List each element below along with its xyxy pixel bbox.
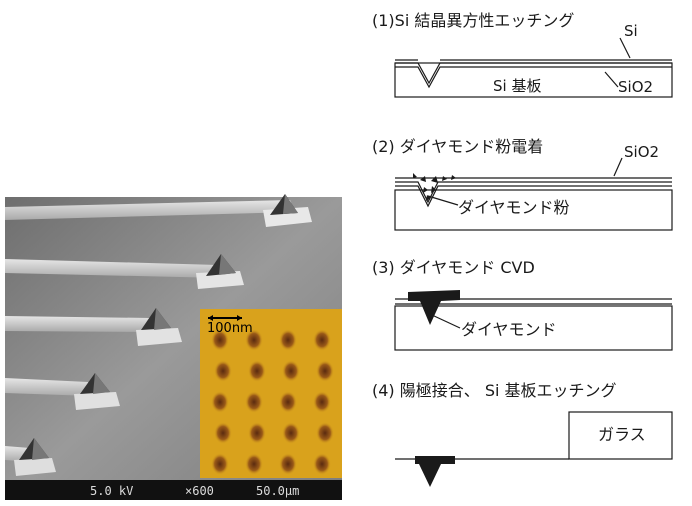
afm-spot xyxy=(214,422,232,444)
label-si: Si xyxy=(624,22,638,40)
afm-spot xyxy=(211,329,229,351)
sem-voltage: 5.0 kV xyxy=(90,484,133,498)
afm-spot xyxy=(214,360,232,382)
afm-spot xyxy=(248,360,266,382)
leader-line xyxy=(613,157,623,177)
afm-spot xyxy=(279,453,297,475)
step-1-title: (1)Si 結晶異方性エッチング xyxy=(372,11,574,30)
afm-spot xyxy=(245,391,263,413)
afm-spot xyxy=(316,360,334,382)
afm-spot xyxy=(211,391,229,413)
afm-spot xyxy=(282,422,300,444)
afm-spot xyxy=(245,329,263,351)
diamond-film xyxy=(408,290,460,325)
diamond-particles xyxy=(413,173,456,201)
cantilever xyxy=(5,254,244,289)
afm-spot xyxy=(211,453,229,475)
step-2-title: (2) ダイヤモンド粉電着 xyxy=(372,137,543,156)
scale-label: 100nm xyxy=(207,321,253,336)
step-1-diagram xyxy=(394,37,673,98)
afm-spot xyxy=(282,360,300,382)
cantilever xyxy=(5,194,312,227)
afm-spot xyxy=(313,329,331,351)
sem-magnification: ×600 xyxy=(185,484,214,498)
cantilever xyxy=(5,373,120,410)
afm-spot xyxy=(279,329,297,351)
step-4-title: (4) 陽極接合、 Si 基板エッチング xyxy=(372,381,617,400)
afm-spot xyxy=(313,391,331,413)
leader-line xyxy=(427,195,459,206)
afm-spot xyxy=(245,453,263,475)
label-diamond-powder: ダイヤモンド粉 xyxy=(458,198,570,217)
diamond-tip xyxy=(415,456,455,487)
afm-inset: 100nm xyxy=(200,309,342,478)
substrate xyxy=(394,189,673,231)
label-sio2: SiO2 xyxy=(618,78,653,96)
cantilever xyxy=(5,438,56,476)
afm-spot xyxy=(313,453,331,475)
label-glass: ガラス xyxy=(598,425,646,444)
leader-line xyxy=(619,37,631,59)
label-sio2: SiO2 xyxy=(624,143,659,161)
leader-line xyxy=(431,314,461,329)
leader-line xyxy=(604,71,619,88)
label-si-substrate: Si 基板 xyxy=(493,77,541,95)
sem-footer xyxy=(5,480,342,500)
glass-block xyxy=(568,411,673,460)
sem-image: 100nm 5.0 kV ×600 50.0μm xyxy=(5,194,342,500)
sem-scale: 50.0μm xyxy=(256,484,299,498)
label-diamond: ダイヤモンド xyxy=(461,320,557,339)
substrate xyxy=(394,305,673,351)
cantilever xyxy=(5,308,182,346)
afm-spot xyxy=(279,391,297,413)
afm-spot xyxy=(248,422,266,444)
afm-spot xyxy=(316,422,334,444)
step-2-diagram xyxy=(394,157,673,231)
step-3-title: (3) ダイヤモンド CVD xyxy=(372,258,535,277)
